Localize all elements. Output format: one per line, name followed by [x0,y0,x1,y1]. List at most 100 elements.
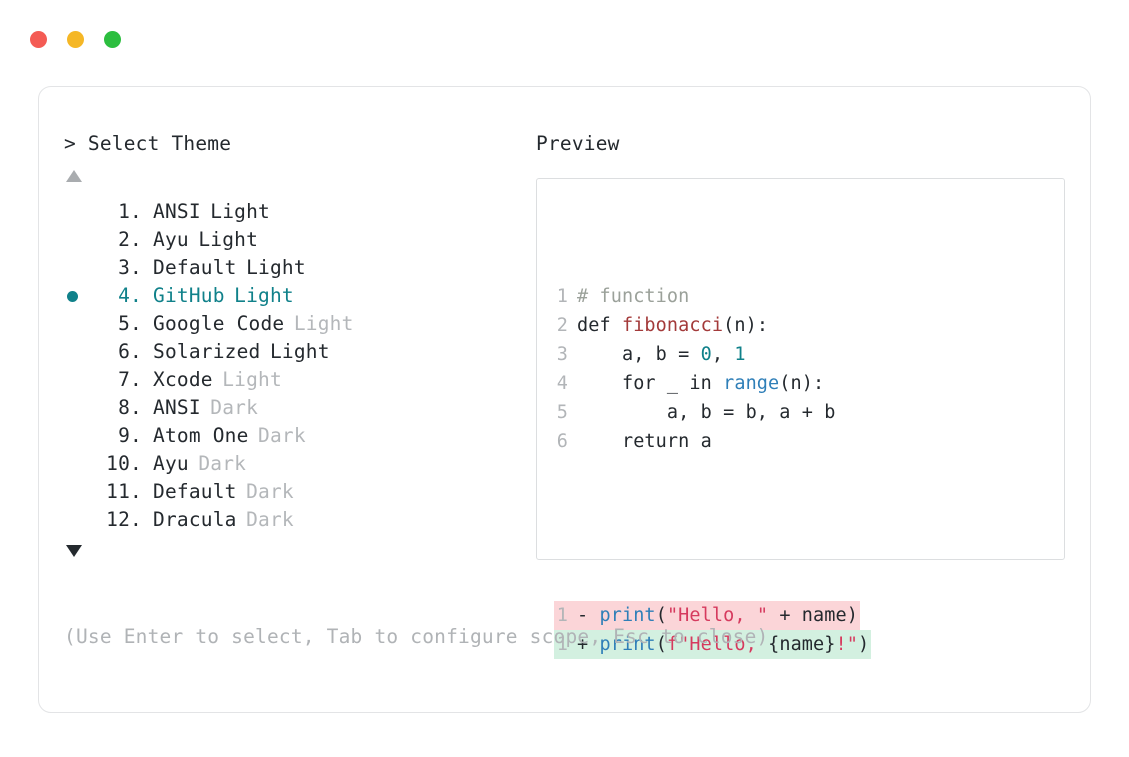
theme-item-name: Default [153,256,237,279]
theme-item-index: 7. [118,368,142,391]
theme-item-name: Solarized [153,340,261,363]
code-token: {name} [768,634,836,655]
theme-item-name: Google Code [153,312,285,335]
theme-item-variant: Light [246,256,306,279]
page-title-text [76,132,88,155]
select-theme-label: Select Theme [87,132,232,155]
maximize-button[interactable] [104,31,121,48]
theme-item-index: 6. [118,340,142,363]
diff-line-text: - print("Hello, " + name) [568,601,858,630]
code-line-number: 2 [556,315,568,336]
code-token: ( [655,634,667,655]
keyboard-hint: (Use Enter to select, Tab to configure s… [64,625,769,648]
code-token: fibonacci [621,315,724,336]
code-line-number: 1 [556,286,568,307]
theme-item-index: 10. [106,452,142,475]
code-token: print [599,605,656,626]
theme-list-item[interactable]: 5. Google Code Light [64,310,534,338]
code-token: for _ in [577,373,724,394]
code-diff-spacer [554,514,871,543]
theme-item-index: 1. [118,200,142,223]
theme-item-name: Ayu [153,228,189,251]
page-title: > Select Theme [64,131,534,157]
code-token: f"Hello, [666,634,769,655]
code-token: "Hello, " [666,605,769,626]
theme-list-item[interactable]: 3. Default Light [64,254,534,282]
code-token: 0 [700,344,712,365]
triangle-up-icon [66,170,82,182]
theme-item-name: Atom One [153,424,249,447]
code-line: 1 # function [554,282,871,311]
code-token: ( [655,605,667,626]
code-line-text: # function [568,282,689,311]
code-line-number: 6 [556,431,568,452]
theme-list-item[interactable]: 6. Solarized Light [64,338,534,366]
close-button[interactable] [30,31,47,48]
theme-list-item[interactable]: 12. Dracula Dark [64,506,534,534]
code-line-text: def fibonacci(n): [568,311,768,340]
theme-item-index: 5. [118,312,142,335]
scroll-down-indicator[interactable] [64,538,534,564]
code-token: print [599,634,656,655]
theme-item-variant: Light [269,340,330,363]
window-titlebar [30,31,121,48]
code-line: 4 for _ in range(n): [554,369,871,398]
scroll-up-indicator[interactable] [64,163,534,189]
code-line: 3 a, b = 0, 1 [554,340,871,369]
theme-item-variant: Dark [246,480,294,503]
minimize-button[interactable] [67,31,84,48]
theme-list-item[interactable]: 11. Default Dark [64,478,534,506]
theme-list-item[interactable]: 1. ANSI Light [64,198,534,226]
code-token: def [577,315,622,336]
code-line-number: 3 [556,344,568,365]
theme-item-name: Dracula [153,508,237,531]
code-token: ) [858,634,870,655]
code-line-text: for _ in range(n): [568,369,824,398]
theme-item-index: 4. [118,284,142,307]
code-token: (n): [723,315,769,336]
theme-item-variant: Light [222,368,282,391]
code-line-text: return a [568,427,712,456]
theme-item-variant: Light [234,284,294,307]
theme-item-index: 12. [106,508,142,531]
code-line: 5 a, b = b, a + b [554,398,871,427]
code-token: # function [577,286,690,307]
diff-line-highlight: 1- print("Hello, " + name) [554,601,861,630]
theme-item-variant: Dark [258,424,306,447]
theme-item-variant: Dark [198,452,247,475]
theme-item-index: 3. [118,256,142,279]
prompt-caret: > [64,132,76,155]
theme-list-item[interactable]: 10. Ayu Dark [64,450,534,478]
diff-marker: - [577,605,600,626]
code-token: a, b = [577,344,701,365]
theme-item-variant: Dark [246,508,294,531]
code-token: (n): [779,373,825,394]
diff-lines: 1- print("Hello, " + name)1+ print(f"Hel… [554,601,872,659]
theme-item-index: 8. [118,396,142,419]
theme-item-name: Default [153,480,237,503]
code-token: ) [846,605,859,626]
selected-bullet-icon [67,290,78,302]
theme-item-variant: Light [293,312,354,335]
theme-item-name: ANSI [153,200,201,223]
diff-line-highlight: 1+ print(f"Hello, {name}!") [554,630,872,659]
theme-item-variant: Dark [210,396,259,419]
code-token: range [723,373,780,394]
code-line-number: 4 [556,373,568,394]
theme-item-index: 11. [106,480,142,503]
code-token: 1 [734,344,746,365]
theme-item-variant: Light [210,200,270,223]
theme-item-name: Ayu [153,452,189,475]
